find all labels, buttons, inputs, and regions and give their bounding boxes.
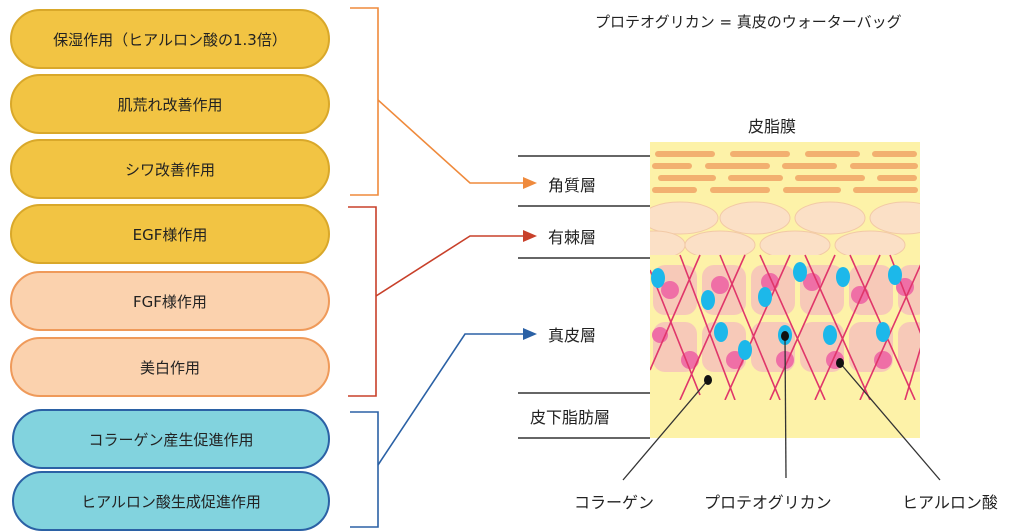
label-spinous: 有棘層 (548, 228, 597, 247)
layer-lines (518, 155, 650, 439)
effect-label: コラーゲン産生促進作用 (88, 430, 254, 449)
label-dermis: 真皮層 (548, 326, 597, 345)
component-pointers (622, 337, 941, 481)
corneum-cells (652, 151, 918, 193)
effect-label: 肌荒れ改善作用 (117, 95, 223, 114)
label-sebum: 皮脂膜 (748, 117, 797, 136)
effect-pill-whitening: 美白作用 (10, 337, 330, 397)
spinous-cells (650, 201, 920, 255)
label-proteoglycan: プロテオグリカン (704, 493, 832, 512)
bracket-group2 (348, 206, 377, 397)
effect-pill-hyaluronic: ヒアルロン酸生成促進作用 (12, 471, 330, 531)
effect-label: シワ改善作用 (124, 160, 215, 179)
component-markers (704, 331, 844, 385)
effect-label: 美白作用 (139, 358, 200, 377)
arrow-to-dermis (377, 328, 537, 466)
arrow-to-corneum (377, 99, 537, 189)
effect-pill-rough-skin: 肌荒れ改善作用 (10, 74, 330, 134)
effect-pill-fgf: FGF様作用 (10, 271, 330, 331)
bracket-group3 (350, 411, 379, 528)
bracket-group1 (350, 7, 379, 196)
effect-pill-collagen: コラーゲン産生促進作用 (12, 409, 330, 469)
page-title: プロテオグリカン = 真皮のウォーターバッグ (595, 13, 902, 31)
effect-label: ヒアルロン酸生成促進作用 (81, 492, 261, 511)
arrow-to-spinous (375, 230, 537, 297)
label-subcutaneous: 皮下脂肪層 (530, 408, 611, 427)
effect-label: EGF様作用 (132, 225, 208, 244)
label-stratum-corneum: 角質層 (548, 176, 597, 195)
effect-pill-egf: EGF様作用 (10, 204, 330, 264)
effect-pill-moisture: 保湿作用（ヒアルロン酸の1.3倍） (10, 9, 330, 69)
label-collagen: コラーゲン (574, 493, 655, 512)
effect-label: FGF様作用 (133, 292, 207, 311)
effect-pill-wrinkle: シワ改善作用 (10, 139, 330, 199)
dermis (650, 254, 920, 400)
label-hyaluronic-acid: ヒアルロン酸 (902, 493, 998, 512)
effect-label: 保湿作用（ヒアルロン酸の1.3倍） (53, 30, 287, 49)
collagen-fibers (650, 254, 920, 400)
